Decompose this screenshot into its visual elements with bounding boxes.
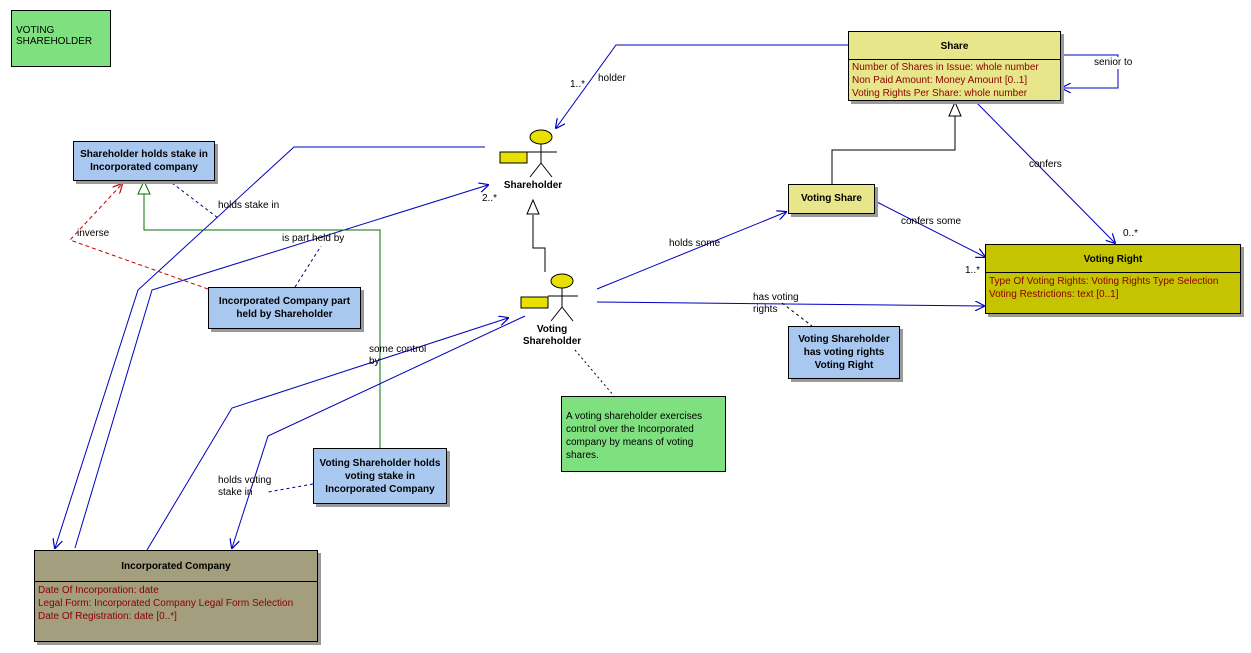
holds-stake-in-label: holds stake in — [218, 200, 280, 211]
share-attribute: Number of Shares in Issue: whole number — [852, 62, 1039, 73]
senior-to-label: senior to — [1094, 57, 1133, 69]
voting-shareholder-actor-icon[interactable] — [520, 273, 578, 322]
voting-rights-association-class-name: Voting Shareholder has voting rights Vot… — [798, 334, 890, 371]
incorporated-company-class[interactable]: Incorporated Company Date Of Incorporati… — [34, 550, 318, 642]
incorporated-company-attribute: Date Of Registration: date [0..*] — [38, 611, 177, 622]
holds-stake-in-association — [55, 146, 485, 548]
voting-right-class-name: Voting Right — [986, 245, 1240, 273]
voting-shareholder-note[interactable]: A voting shareholder exercises control o… — [561, 396, 726, 472]
voting-share-generalization — [831, 116, 956, 184]
part-held-association-class[interactable]: Incorporated Company part held by Shareh… — [208, 287, 361, 329]
has-voting-rights-association — [596, 302, 984, 306]
voting-shareholder-generalization — [532, 215, 546, 272]
confers-multiplicity: 0..* — [1123, 228, 1139, 239]
voting-right-attribute: Voting Restrictions: text [0..1] — [989, 289, 1119, 300]
some-control-by-label: some control by — [369, 344, 427, 367]
some-control-by-association — [146, 318, 508, 551]
assoc-generalization — [143, 194, 381, 448]
shareholder-actor-icon[interactable] — [499, 129, 557, 178]
shareholder-actor-name: Shareholder — [503, 180, 563, 191]
holds-voting-stake-in-label: holds voting stake in — [218, 475, 272, 498]
inverse-label: inverse — [77, 228, 110, 239]
voting-right-class[interactable]: Voting Right Type Of Voting Rights: Voti… — [985, 244, 1241, 314]
part-held-assoc-link — [294, 245, 322, 288]
incorporated-company-class-name: Incorporated Company — [35, 551, 317, 582]
share-class-name: Share — [849, 32, 1060, 60]
voting-stake-assoc-link — [267, 483, 314, 493]
diagram-title-note[interactable]: VOTING SHAREHOLDER — [11, 10, 111, 67]
note-anchor-line — [574, 349, 615, 397]
voting-right-multiplicity: 1..* — [965, 265, 981, 276]
diagram-title: VOTING SHAREHOLDER — [16, 25, 93, 47]
is-part-held-by-label: is part held by — [282, 233, 345, 244]
holds-stake-assoc-link — [171, 182, 219, 219]
holder-association — [556, 44, 848, 128]
voting-right-attribute: Type Of Voting Rights: Voting Rights Typ… — [989, 276, 1219, 287]
shareholder-multiplicity: 2..* — [482, 193, 498, 204]
voting-stake-association-class-name: Voting Shareholder holds voting stake in… — [319, 457, 441, 495]
inverse-link — [69, 184, 209, 290]
share-attribute: Voting Rights Per Share: whole number — [852, 88, 1028, 99]
senior-to-association — [1062, 54, 1119, 88]
holds-stake-association-class[interactable]: Shareholder holds stake in Incorporated … — [73, 141, 215, 181]
share-class[interactable]: Share Number of Shares in Issue: whole n… — [848, 31, 1061, 101]
voting-stake-association-class[interactable]: Voting Shareholder holds voting stake in… — [313, 448, 447, 504]
voting-share-class-name: Voting Share — [801, 193, 862, 204]
holds-voting-stake-in-association — [232, 315, 526, 548]
generalization-arrowhead-share — [948, 100, 962, 117]
confers-some-association — [874, 200, 985, 257]
confers-some-label: confers some — [901, 216, 962, 227]
incorporated-company-attribute: Date Of Incorporation: date — [38, 585, 159, 596]
has-voting-rights-label: has voting rights — [753, 292, 799, 315]
voting-rights-assoc-link — [781, 302, 813, 327]
holder-multiplicity: 1..* — [570, 79, 586, 90]
generalization-arrowhead-shareholder — [526, 198, 540, 215]
confers-association — [972, 98, 1115, 243]
share-attribute: Non Paid Amount: Money Amount [0..1] — [852, 75, 1028, 86]
holder-label: holder — [598, 73, 626, 84]
voting-shareholder-actor-name: Voting Shareholder — [522, 324, 582, 347]
is-part-held-by-association — [74, 185, 488, 549]
holds-stake-association-class-name: Shareholder holds stake in Incorporated … — [80, 149, 208, 173]
voting-share-class[interactable]: Voting Share — [788, 184, 875, 214]
part-held-association-class-name: Incorporated Company part held by Shareh… — [218, 296, 351, 320]
confers-label: confers — [1029, 159, 1062, 170]
generalization-arrowhead-assoc — [137, 179, 151, 195]
voting-shareholder-note-text: A voting shareholder exercises control o… — [566, 411, 703, 461]
incorporated-company-attribute: Legal Form: Incorporated Company Legal F… — [38, 598, 294, 609]
holds-some-association — [596, 212, 786, 290]
voting-rights-association-class[interactable]: Voting Shareholder has voting rights Vot… — [788, 326, 900, 379]
holds-some-label: holds some — [669, 238, 721, 249]
